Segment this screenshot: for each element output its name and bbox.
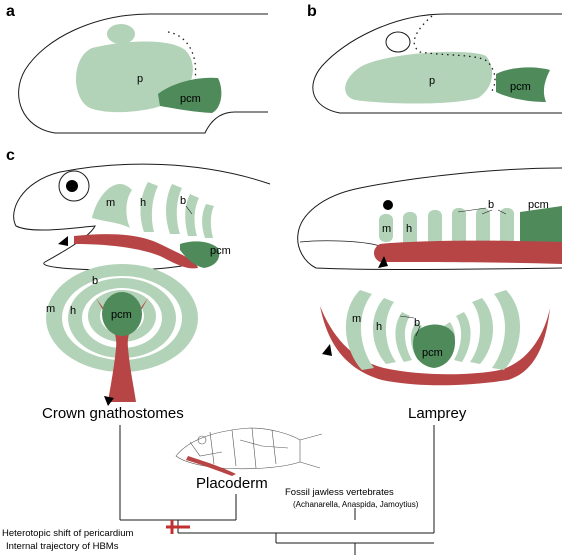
lamprey-ventral-arrowhead: [322, 344, 332, 356]
gnathostome-lateral-arrowhead: [58, 236, 68, 246]
gnathostome-name: Crown gnathostomes: [42, 405, 184, 422]
lamprey-b-label: b: [488, 199, 494, 211]
panel-b: b p pcm: [307, 3, 562, 114]
eye-b: [385, 31, 411, 53]
lamprey-ventral-pcm-label: pcm: [422, 347, 443, 359]
gnathostome-ventral-arrowhead: [104, 396, 114, 406]
lamprey-pcm-label: pcm: [528, 199, 549, 211]
gnathostome-branchial-arch-3: [202, 204, 214, 238]
jawless-examples-label: (Achanarella, Anaspida, Jamoytius): [293, 500, 419, 509]
lamprey-ventral-b-label: b: [414, 317, 420, 329]
lamprey-pericardium-ventral: [412, 324, 456, 368]
hbm-event-marker: [166, 520, 190, 534]
lamprey-b-leader-3: [497, 209, 507, 215]
head-outline-b: [312, 13, 562, 114]
lamprey-ventral-arch-m-right: [492, 290, 521, 370]
event-label-line1: Heterotopic shift of pericardium: [2, 528, 134, 539]
gnathostome-hyoid-arch: [140, 182, 158, 232]
panel-letter-a: a: [6, 3, 15, 20]
gnathostome-pupil: [66, 180, 78, 192]
lamprey-ventral: pcm m h b Lamprey: [320, 290, 550, 422]
gnathostome-m-label: m: [106, 197, 115, 209]
gnathostome-h-label: h: [140, 197, 146, 209]
lamprey-ventral-h-label: h: [376, 321, 382, 333]
pericardium-label-a: pcm: [180, 93, 201, 105]
placoderm-label: Placoderm: [196, 475, 268, 492]
pharynx-label-a: p: [137, 73, 143, 85]
panel-letter-c: c: [6, 147, 15, 164]
lamprey-arch-m: [379, 214, 393, 242]
lamprey-ventral-arch-b1-left: [395, 312, 412, 362]
eye-a: [107, 24, 135, 44]
lamprey-b-leader-1: [457, 207, 487, 213]
lamprey-b-leader-2: [481, 209, 493, 215]
panel-letter-b: b: [307, 3, 317, 20]
gnathostome-ventral-h-label: h: [70, 305, 76, 317]
lamprey-lateral-arrowhead: [378, 256, 388, 268]
gnathostome-b-leader: [185, 205, 193, 215]
gnathostome-ventral-pcm-label: pcm: [111, 309, 132, 321]
dotted-boundary-b: [413, 15, 496, 95]
lamprey-ventral-m-label: m: [352, 313, 361, 325]
lamprey-ventral-arch-h-left: [372, 298, 396, 364]
lamprey-body-outline: [297, 167, 563, 270]
gnathostome-pericardium-ventral: [102, 292, 142, 336]
gnathostome-ventral-m-label: m: [46, 303, 55, 315]
gnathostome-lateral: m h b pcm: [13, 163, 271, 271]
pericardium-a: [158, 77, 222, 113]
gnathostome-mandibular-arch: [92, 184, 132, 228]
event-label-line2: Internal trajectory of HBMs: [6, 541, 119, 552]
pharynx-label-b: p: [429, 75, 435, 87]
gnathostome-b-label: b: [180, 195, 186, 207]
lamprey-ventral-arch-m-left: [345, 290, 374, 370]
lamprey-eye: [383, 200, 393, 210]
lamprey-lateral: m h b pcm: [297, 167, 563, 270]
jawless-label: Fossil jawless vertebrates: [285, 487, 394, 498]
lamprey-h-label: h: [406, 223, 412, 235]
phylogeny: Placoderm Fossil jawless vertebrates (Ac…: [2, 425, 435, 555]
lamprey-ventral-b-leader-1: [399, 315, 415, 319]
lamprey-oral-outline: [299, 240, 381, 247]
head-outline-a: [18, 13, 268, 134]
gnathostome-ventral: pcm m h b Crown gnathostomes: [42, 264, 198, 422]
pericardium-b: [496, 67, 550, 102]
pericardium-label-b: pcm: [510, 81, 531, 93]
lamprey-ventral-b-leader-2: [415, 325, 421, 337]
gnathostome-hbm-ventral: [96, 298, 148, 402]
lamprey-hbm-lateral: [374, 240, 562, 264]
panel-a: a p pcm: [6, 3, 268, 134]
gnathostome-pericardium-lateral: [180, 241, 220, 268]
gnathostome-branchial-arch-1: [166, 184, 182, 234]
gnathostome-branchial-arch-2: [185, 194, 199, 236]
gnathostome-ventral-b-label: b: [92, 275, 98, 287]
gnathostome-pcm-label: pcm: [210, 245, 231, 257]
lamprey-name: Lamprey: [408, 405, 467, 422]
pharynx-b: [345, 51, 493, 104]
lamprey-ventral-arch-h-right: [470, 298, 494, 364]
gnathostome-hbm-lateral: [74, 234, 198, 269]
lamprey-m-label: m: [382, 223, 391, 235]
placoderm-hbm-highlight: [186, 456, 236, 476]
lamprey-ventral-arch-b1-right: [454, 312, 471, 362]
